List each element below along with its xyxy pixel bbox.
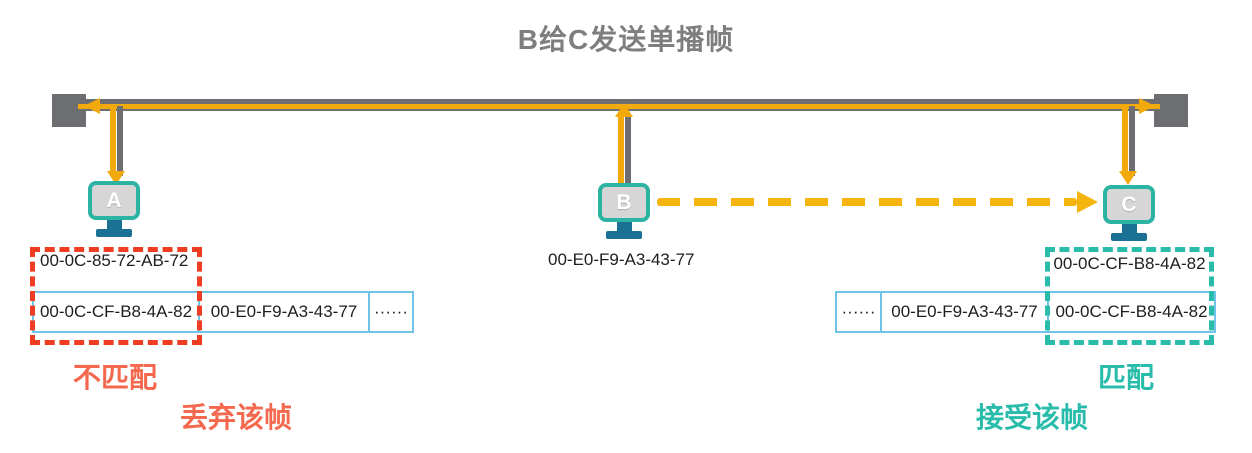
host-a: A <box>88 181 140 237</box>
cable-line <box>1129 106 1135 176</box>
host-a-letter: A <box>106 188 122 212</box>
computer-icon: A <box>88 181 140 220</box>
host-c-letter: C <box>1121 192 1137 216</box>
mismatch-highlight-box <box>30 247 202 345</box>
frame-field-source: 00-E0-F9-A3-43-77 <box>880 291 1049 333</box>
monitor-stand <box>616 222 632 231</box>
mac-label-a: 00-0C-85-72-AB-72 <box>40 251 189 270</box>
cable-line <box>625 117 631 185</box>
drop-line-a <box>110 106 123 176</box>
signal-line <box>1122 106 1128 176</box>
discard-frame-label: 丢弃该帧 <box>180 402 293 433</box>
page-title: B给C发送单播帧 <box>517 24 735 55</box>
monitor-stand <box>1121 224 1137 233</box>
monitor-base <box>96 229 132 237</box>
monitor-base <box>606 231 642 239</box>
frame-field-rest: ······ <box>835 291 882 333</box>
frame-field-destination: 00-0C-CF-B8-4A-82 <box>32 291 200 333</box>
drop-line-b <box>618 117 631 185</box>
computer-icon: C <box>1103 185 1155 224</box>
monitor-stand <box>106 220 122 229</box>
unicast-dashed-arrow <box>657 198 1077 206</box>
accept-frame-label: 接受该帧 <box>976 402 1089 433</box>
signal-line <box>618 117 624 185</box>
match-label: 匹配 <box>1098 362 1155 393</box>
arrow-down-icon <box>1119 171 1137 185</box>
arrow-right-icon <box>1077 191 1098 213</box>
frame-field-source: 00-E0-F9-A3-43-77 <box>198 291 370 333</box>
mac-label-b: 00-E0-F9-A3-43-77 <box>548 250 695 269</box>
host-b-letter: B <box>616 190 632 214</box>
mismatch-label: 不匹配 <box>73 362 158 393</box>
arrow-right-icon <box>1139 98 1155 114</box>
mac-label-c: 00-0C-CF-B8-4A-82 <box>1053 254 1206 273</box>
frame-field-rest: ······ <box>368 291 414 333</box>
drop-line-c <box>1122 106 1135 176</box>
signal-line <box>110 106 116 176</box>
monitor-base <box>1111 233 1147 241</box>
match-highlight-box <box>1045 247 1214 345</box>
host-c: C <box>1103 185 1155 241</box>
host-b: B <box>598 183 650 239</box>
arrow-left-icon <box>84 98 100 114</box>
computer-icon: B <box>598 183 650 222</box>
arrow-up-icon <box>615 103 633 117</box>
cable-line <box>117 106 123 176</box>
